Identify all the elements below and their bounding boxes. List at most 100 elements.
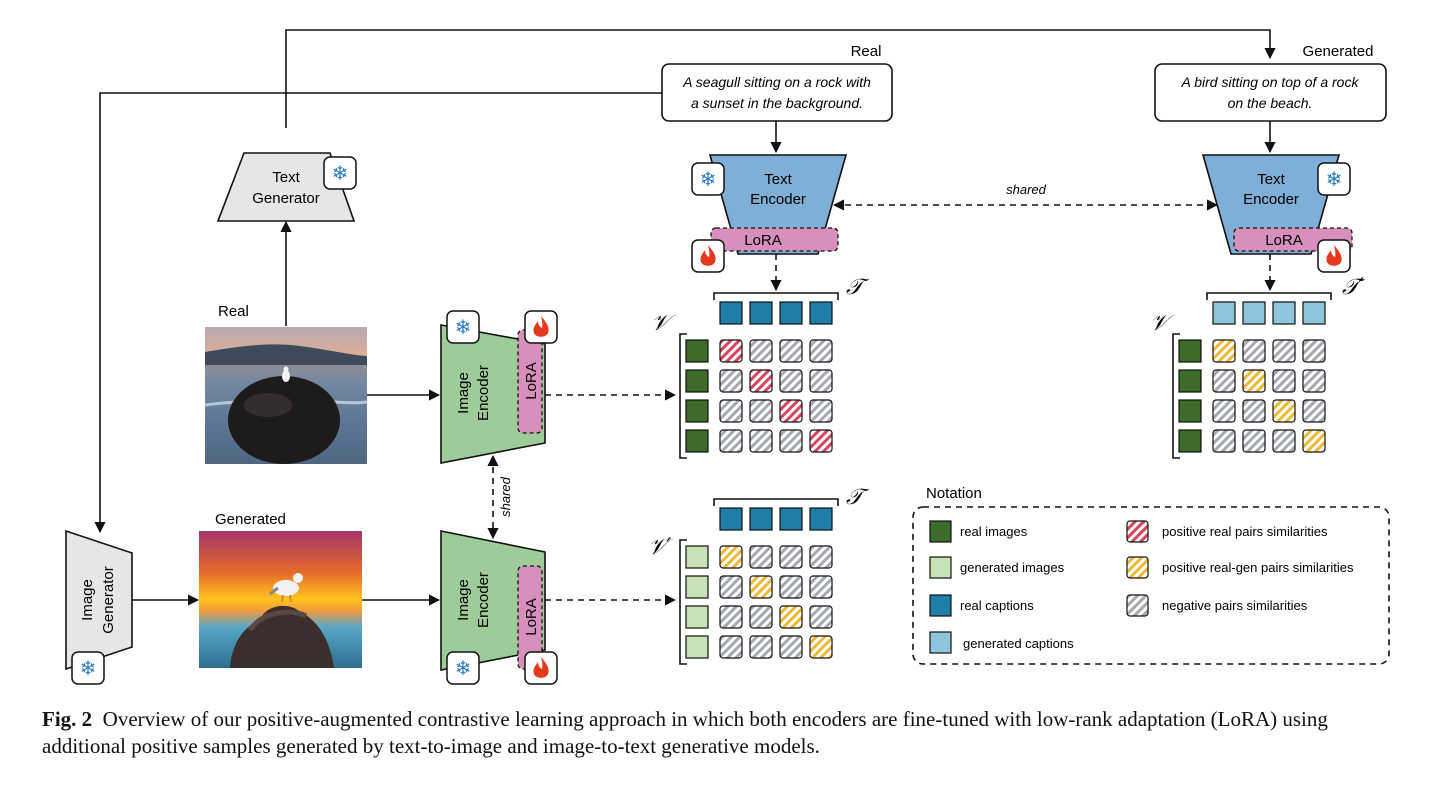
svg-text:❄: ❄: [80, 658, 97, 680]
svg-text:❄: ❄: [1326, 169, 1343, 191]
image-embedding-cell: [1178, 429, 1202, 453]
text-generator-label-1: Text: [272, 169, 300, 186]
loop-arrow-to-generated-caption: [285, 29, 1276, 128]
negative-similarity-cell: [719, 605, 743, 629]
legend-label-generated-images: generated images: [960, 560, 1065, 575]
negative-similarity-cell: [779, 429, 803, 453]
notation-legend: Notation real images generated images re…: [912, 485, 1390, 665]
negative-similarity-cell: [719, 399, 743, 423]
matrix-top-bracket: [713, 292, 839, 300]
negative-similarity-cell: [809, 339, 833, 363]
negative-similarity-cell: [1302, 399, 1326, 423]
image-embedding-cell: [685, 399, 709, 423]
positive-similarity-cell: [1242, 369, 1266, 393]
image-embedding-cell: [685, 635, 709, 659]
image-embedding-cell: [685, 545, 709, 569]
positive-similarity-cell: [1212, 339, 1236, 363]
negative-similarity-cell: [1242, 429, 1266, 453]
negative-similarity-cell: [809, 369, 833, 393]
svg-text:❄: ❄: [455, 317, 472, 339]
negative-similarity-cell: [809, 399, 833, 423]
loop-arrow-to-image-generator: [94, 92, 662, 534]
text-encoder-gen-label-1: Text: [1257, 171, 1285, 188]
svg-text:❄: ❄: [455, 658, 472, 680]
legend-label-real-captions: real captions: [960, 598, 1034, 613]
caption-embedding-cell: [809, 301, 833, 325]
flame-icon: [691, 239, 725, 273]
negative-similarity-cell: [749, 339, 773, 363]
negative-similarity-cell: [749, 545, 773, 569]
matrix-symbol-T: 𝒯: [846, 275, 870, 300]
svg-text:❄: ❄: [332, 163, 349, 185]
legend-swatch-positive-realgen: [1126, 556, 1149, 579]
flame-icon: [1317, 239, 1351, 273]
lora-label: LoRA: [744, 232, 782, 249]
negative-similarity-cell: [719, 369, 743, 393]
image-generator-label-1: Image: [79, 579, 96, 621]
image-embedding-cell: [685, 605, 709, 629]
positive-similarity-cell: [1302, 429, 1326, 453]
caption-embedding-cell: [779, 507, 803, 531]
svg-text:❄: ❄: [700, 169, 717, 191]
image-encoder-gen-label-1: Image: [455, 579, 472, 621]
snowflake-icon: ❄: [71, 651, 105, 685]
matrix-top-bracket: [713, 498, 839, 506]
negative-similarity-cell: [779, 575, 803, 599]
image-encoder-gen-label-2: Encoder: [475, 572, 492, 628]
text-encoder-real: Text Encoder LoRA ❄: [691, 154, 848, 273]
real-image-label: Real: [218, 303, 249, 320]
image-embedding-cell: [685, 369, 709, 393]
real-caption-heading: Real: [851, 43, 882, 60]
image-generator-label-2: Generator: [100, 566, 117, 634]
caption-embedding-cell: [779, 301, 803, 325]
matrix-generated-captions: [1172, 292, 1332, 459]
image-embedding-cell: [685, 339, 709, 363]
image-embedding-cell: [685, 429, 709, 453]
caption-embedding-cell: [1302, 301, 1326, 325]
matrix-left-bracket: [679, 333, 687, 459]
matrix-symbol-V-gen: 𝒱: [1150, 311, 1175, 336]
positive-similarity-cell: [779, 399, 803, 423]
negative-similarity-cell: [719, 429, 743, 453]
negative-similarity-cell: [1212, 369, 1236, 393]
dashed-connectors: [487, 199, 1276, 606]
legend-label-positive-real: positive real pairs similarities: [1162, 524, 1328, 539]
figure-caption-label: Fig. 2: [42, 707, 93, 731]
positive-similarity-cell: [749, 369, 773, 393]
image-encoder-real-label-1: Image: [455, 372, 472, 414]
negative-similarity-cell: [749, 429, 773, 453]
text-encoder-gen-label-2: Encoder: [1243, 191, 1299, 208]
negative-similarity-cell: [1212, 399, 1236, 423]
snowflake-icon: ❄: [691, 162, 725, 196]
matrix-left-bracket: [1172, 333, 1180, 459]
real-image: [204, 327, 368, 464]
negative-similarity-cell: [779, 635, 803, 659]
legend-swatch-positive-real: [1126, 520, 1149, 543]
image-encoder-real: Image Encoder LoRA ❄: [440, 310, 558, 464]
figure-caption: Fig. 2 Overview of our positive-augmente…: [42, 706, 1412, 760]
generated-caption-line2: on the beach.: [1228, 95, 1313, 111]
image-embedding-cell: [1178, 339, 1202, 363]
legend-swatch-negative: [1126, 594, 1149, 617]
snowflake-icon: ❄: [1317, 162, 1351, 196]
text-encoder-real-label-1: Text: [764, 171, 792, 188]
text-generator-label-2: Generator: [252, 190, 320, 207]
caption-embedding-cell: [809, 507, 833, 531]
image-embedding-cell: [1178, 369, 1202, 393]
negative-similarity-cell: [809, 545, 833, 569]
negative-similarity-cell: [1242, 339, 1266, 363]
caption-embedding-cell: [749, 507, 773, 531]
matrix-real: [679, 292, 839, 459]
positive-similarity-cell: [719, 339, 743, 363]
legend-label-generated-captions: generated captions: [963, 636, 1074, 651]
caption-embedding-cell: [749, 301, 773, 325]
image-embedding-cell: [1178, 399, 1202, 423]
similarity-matrices: [679, 292, 1332, 665]
matrix-top-bracket: [1206, 292, 1332, 300]
negative-similarity-cell: [1212, 429, 1236, 453]
generated-image: [199, 531, 362, 668]
positive-similarity-cell: [809, 429, 833, 453]
flame-icon: [524, 651, 558, 685]
negative-similarity-cell: [1272, 429, 1296, 453]
negative-similarity-cell: [719, 575, 743, 599]
